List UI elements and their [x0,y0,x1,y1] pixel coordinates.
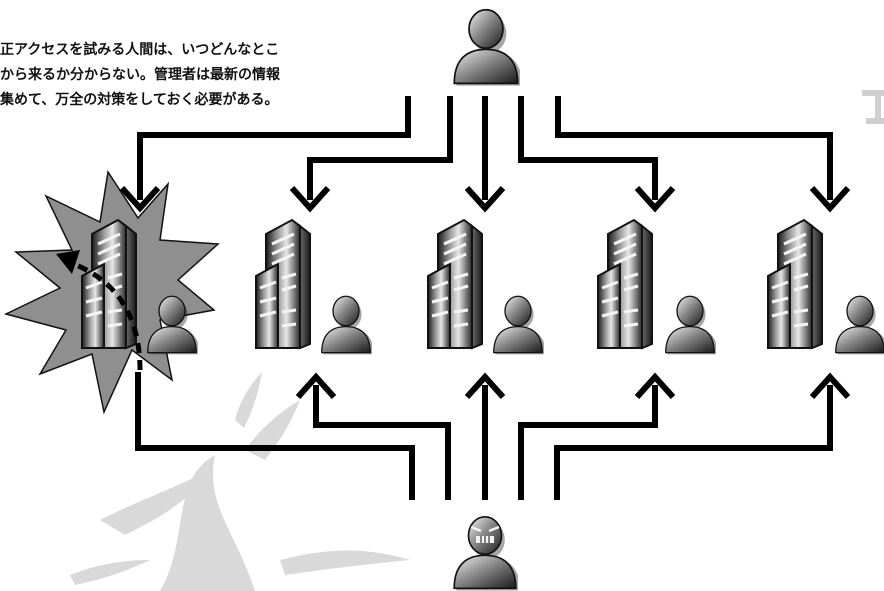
intrusion-arrow-icon [56,250,80,274]
corner-mark-decoration [862,90,884,124]
admin-line-server-4 [518,96,658,200]
attacker-line-server-2 [313,385,451,500]
caption-text: 正アクセスを試みる人間は、いつどんなとこ から来るか分からない。管理者は最新の情… [0,38,370,113]
user-person-icon [665,295,716,356]
user-person-icon [493,295,544,356]
admin-line-server-1 [137,96,411,200]
office-building-icon [254,218,312,350]
user-person-icon [835,295,884,356]
attacker-arrowheads [295,372,851,400]
intrusion-path [56,250,143,371]
caption-line-1: 正アクセスを試みる人間は、いつどんなとこ [0,42,280,58]
office-building-icon [426,218,484,350]
attacker-line-server-1 [135,372,415,500]
attacker-line-server-5 [554,385,833,500]
admin-connections [137,96,833,200]
admin-person-icon [453,8,520,87]
admin-arrowheads [119,185,851,213]
attacker-group [453,515,518,591]
caption-line-3: 集めて、万全の対策をしておく必要がある。 [0,92,279,108]
splash-decoration [70,372,410,591]
caption-line-2: から来るか分からない。管理者は最新の情報 [0,67,280,83]
admin-line-server-2 [307,96,453,200]
attacker-line-server-4 [518,385,658,500]
angry-person-icon [453,515,518,591]
office-building-icon [596,218,654,350]
attacker-connections [135,372,833,500]
user-person-icon [321,295,372,356]
office-building-icon [766,218,824,350]
admin-line-server-5 [555,96,833,200]
